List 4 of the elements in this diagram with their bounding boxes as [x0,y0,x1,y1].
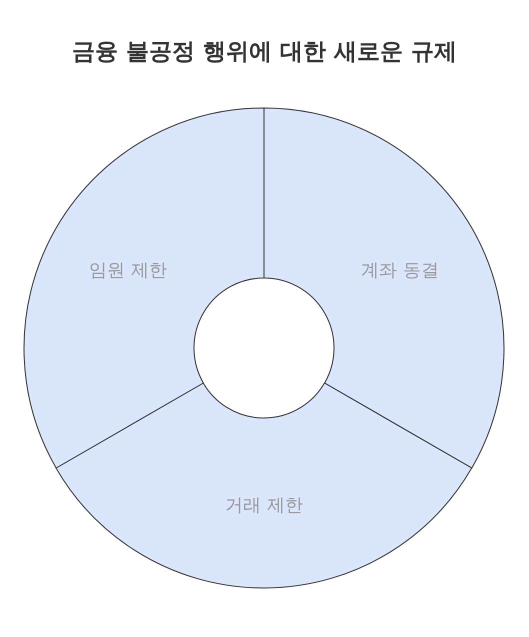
segment-label: 계좌 동결 [361,258,439,282]
title: 금융 불공정 행위에 대한 새로운 규제 [70,38,458,67]
segment-label: 임원 제한 [89,258,167,282]
segment-label: 거래 제한 [225,494,303,517]
